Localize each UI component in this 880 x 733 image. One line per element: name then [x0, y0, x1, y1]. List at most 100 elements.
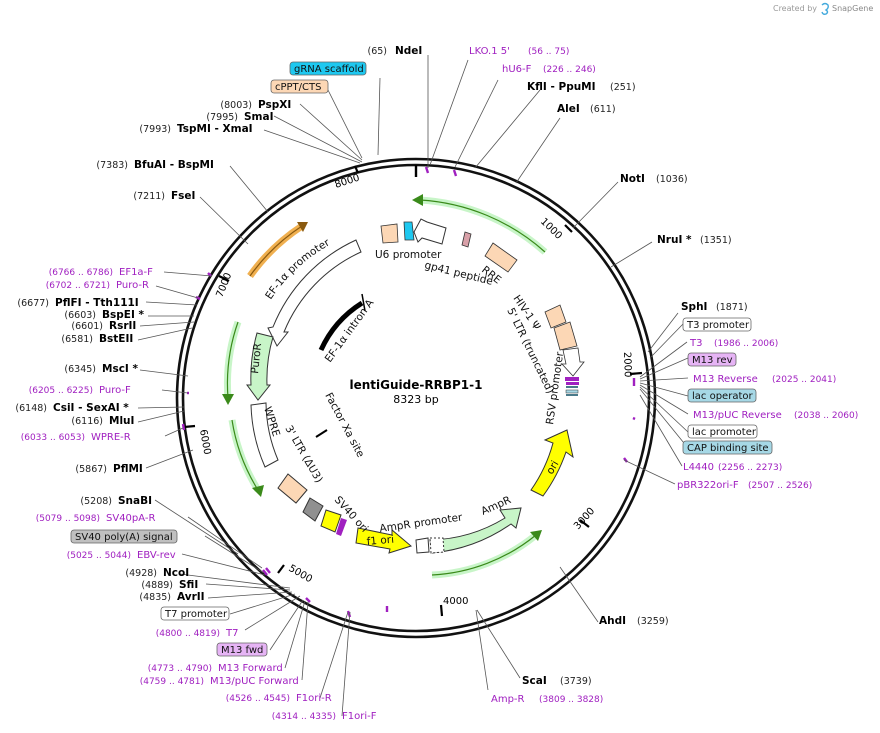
svg-text:(4800 .. 4819): (4800 .. 4819): [156, 629, 220, 639]
svg-text:(5867): (5867): [75, 464, 107, 475]
label-amp-r[interactable]: Amp-R (3809 .. 3828): [491, 694, 603, 705]
label-ebv-rev[interactable]: (5025 .. 5044) EBV-rev: [67, 550, 176, 561]
label-pspxi[interactable]: (8003) PspXI: [220, 99, 291, 111]
svg-text:T3: T3: [689, 338, 702, 349]
tick-4000: 4000: [443, 596, 468, 607]
svg-text:(4928): (4928): [125, 568, 157, 579]
label-m13puc-forward[interactable]: (4759 .. 4781) M13/pUC Forward: [140, 676, 299, 687]
label-m13-rev[interactable]: M13 rev: [687, 352, 737, 367]
svg-text:(2507 .. 2526): (2507 .. 2526): [748, 481, 812, 491]
label-pflmi[interactable]: (5867) PflMI: [75, 463, 142, 475]
snapgene-logo-icon: [821, 2, 829, 15]
label-kfli[interactable]: KflI - PpuMI (251): [527, 81, 636, 93]
svg-text:CsiI - SexAI *: CsiI - SexAI *: [53, 402, 129, 414]
label-t7[interactable]: (4800 .. 4819) T7: [156, 628, 239, 639]
label-sv40-polya-signal[interactable]: SV40 poly(A) signal: [70, 529, 178, 544]
label-cppt[interactable]: cPPT/CTS: [270, 79, 329, 94]
label-bfuai[interactable]: (7383) BfuAI - BspMI: [96, 159, 213, 171]
label-alei[interactable]: AleI (611): [557, 103, 616, 115]
label-pbr322ori[interactable]: pBR322ori-F (2507 .. 2526): [677, 480, 812, 491]
label-fsei[interactable]: (7211) FseI: [133, 190, 195, 202]
svg-text:(6116): (6116): [71, 416, 103, 427]
svg-text:(3739): (3739): [560, 676, 592, 687]
label-m13-forward[interactable]: (4773 .. 4790) M13 Forward: [148, 663, 283, 674]
ampr-promoter-feature: [415, 537, 430, 554]
svg-text:WPRE-R: WPRE-R: [91, 432, 131, 443]
ampr-feature: [429, 507, 522, 554]
label-m13-reverse[interactable]: M13 Reverse (2025 .. 2041): [693, 374, 836, 385]
label-noti[interactable]: NotI (1036): [620, 173, 688, 185]
label-m13-fwd[interactable]: M13 fwd: [216, 642, 268, 657]
svg-text:BstEII: BstEII: [99, 333, 133, 345]
label-lac-operator[interactable]: lac operator: [687, 388, 757, 403]
label-msci[interactable]: (6345) MscI *: [64, 363, 138, 375]
gp41-feature: [461, 231, 472, 248]
svg-text:T7 promoter: T7 promoter: [164, 609, 228, 620]
ltr5-feature: [553, 321, 578, 351]
label-t3-promoter[interactable]: T3 promoter: [682, 317, 752, 332]
label-pflfi[interactable]: (6677) PflFI - Tth111I: [17, 297, 138, 309]
label-f1ori-r[interactable]: (4526 .. 4545) F1ori-R: [226, 693, 332, 704]
label-scai[interactable]: ScaI (3739): [522, 675, 592, 687]
feature-green-arcs: [222, 194, 548, 579]
svg-text:(4314 .. 4335): (4314 .. 4335): [272, 712, 336, 722]
leader-lines: [137, 55, 689, 717]
label-rsrii[interactable]: (6601) RsrII: [71, 320, 136, 332]
ampr-promoter-dashed-feature: [429, 537, 445, 554]
label-f1ori-f[interactable]: (4314 .. 4335) F1ori-F: [272, 711, 377, 722]
label-lko1[interactable]: LKO.1 5' (56 .. 75): [469, 46, 569, 57]
svg-text:(1986 .. 2006): (1986 .. 2006): [714, 339, 778, 349]
svg-text:T3 promoter: T3 promoter: [686, 320, 750, 331]
svg-text:(4835): (4835): [139, 592, 171, 603]
svg-text:(1036): (1036): [656, 174, 688, 185]
label-sv40pa-r[interactable]: (5079 .. 5098) SV40pA-R: [36, 513, 156, 524]
label-mlui[interactable]: (6116) MluI: [71, 415, 134, 427]
svg-text:(2038 .. 2060): (2038 .. 2060): [794, 411, 858, 421]
svg-text:lac operator: lac operator: [692, 391, 753, 402]
label-ndei[interactable]: (65) NdeI: [367, 45, 422, 57]
label-hu6f[interactable]: hU6-F (226 .. 246): [502, 64, 596, 75]
label-bsteii[interactable]: (6581) BstEII: [61, 333, 133, 345]
label-avrii[interactable]: (4835) AvrII: [139, 591, 204, 603]
svg-text:(611): (611): [590, 104, 616, 115]
svg-text:(6345): (6345): [64, 364, 96, 375]
label-ncoi[interactable]: (4928) NcoI: [125, 567, 189, 579]
label-cap-binding-site[interactable]: CAP binding site: [682, 440, 773, 455]
svg-text:RsrII: RsrII: [109, 320, 136, 332]
label-ahdi[interactable]: AhdI (3259): [599, 615, 669, 627]
label-nrui[interactable]: NruI * (1351): [657, 234, 732, 246]
label-l4440[interactable]: L4440 (2256 .. 2273): [683, 462, 782, 473]
svg-text:cPPT/CTS: cPPT/CTS: [275, 82, 321, 93]
label-smai[interactable]: (7995) SmaI: [206, 111, 273, 123]
sv40-polya-feature: [302, 497, 324, 522]
fxa-feature: [315, 429, 328, 438]
label-t3[interactable]: T3 (1986 .. 2006): [689, 338, 778, 349]
svg-text:(3809 .. 3828): (3809 .. 3828): [539, 695, 603, 705]
label-grna-scaffold[interactable]: gRNA scaffold: [289, 61, 367, 76]
label-puro-f[interactable]: (6205 .. 6225) Puro-F: [29, 385, 131, 396]
svg-text:M13 Forward: M13 Forward: [218, 663, 283, 674]
f1-ori-label: f1 ori: [366, 534, 394, 548]
label-tspmi[interactable]: (7993) TspMI - XmaI: [139, 123, 252, 135]
svg-text:M13/pUC Forward: M13/pUC Forward: [210, 676, 299, 687]
svg-text:NotI: NotI: [620, 173, 645, 185]
tick-6000: 6000: [197, 429, 212, 456]
label-m13puc-reverse[interactable]: M13/pUC Reverse (2038 .. 2060): [693, 410, 858, 421]
svg-text:NcoI: NcoI: [163, 567, 189, 579]
label-sfii[interactable]: (4889) SfiI: [141, 579, 198, 591]
label-t7-promoter[interactable]: T7 promoter: [160, 606, 230, 621]
svg-text:SnaBI: SnaBI: [118, 495, 152, 507]
label-csii[interactable]: (6148) CsiI - SexAI *: [15, 402, 129, 414]
label-puro-r[interactable]: (6702 .. 6721) Puro-R: [46, 280, 149, 291]
svg-text:M13/pUC Reverse: M13/pUC Reverse: [693, 410, 782, 421]
label-lac-promoter[interactable]: lac promoter: [687, 424, 758, 439]
label-bspei[interactable]: (6603) BspEI *: [64, 309, 144, 321]
label-sphi[interactable]: SphI (1871): [681, 301, 748, 313]
svg-text:KflI - PpuMI: KflI - PpuMI: [527, 81, 596, 93]
puror-label: PuroR: [249, 343, 264, 375]
svg-text:lac promoter: lac promoter: [692, 427, 757, 438]
label-wpre-r[interactable]: (6033 .. 6053) WPRE-R: [21, 432, 131, 443]
label-snabi[interactable]: (5208) SnaBI: [80, 495, 152, 507]
svg-text:SmaI: SmaI: [244, 111, 274, 123]
label-ef1a-f[interactable]: (6766 .. 6786) EF1a-F: [49, 267, 153, 278]
